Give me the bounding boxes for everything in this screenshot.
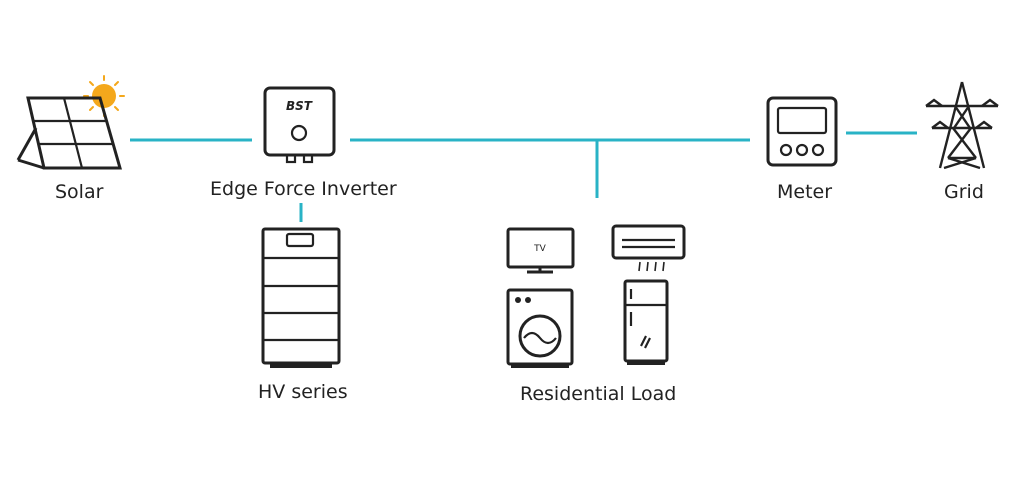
solar-label: Solar: [55, 181, 104, 203]
inverter-label: Edge Force Inverter: [210, 178, 397, 200]
sun-disc: [92, 84, 116, 108]
inverter-icon: BST: [263, 86, 336, 164]
tv-icon: TV: [506, 227, 575, 274]
washing-machine-icon: [506, 288, 574, 368]
battery-stack-icon: [261, 227, 341, 368]
tv-text: TV: [533, 244, 546, 254]
sun-icon: [83, 75, 125, 117]
battery-label: HV series: [258, 381, 348, 403]
inverter-brand-text: BST: [286, 99, 313, 113]
air-conditioner-icon: [611, 224, 686, 272]
transmission-tower-icon: [925, 81, 999, 170]
load-label: Residential Load: [520, 383, 677, 405]
solar-panel-icon: [16, 75, 125, 170]
meter-icon: [766, 96, 838, 167]
refrigerator-icon: [623, 279, 669, 365]
connector-lines: [130, 131, 917, 222]
meter-label: Meter: [777, 181, 833, 203]
grid-label: Grid: [944, 181, 984, 203]
